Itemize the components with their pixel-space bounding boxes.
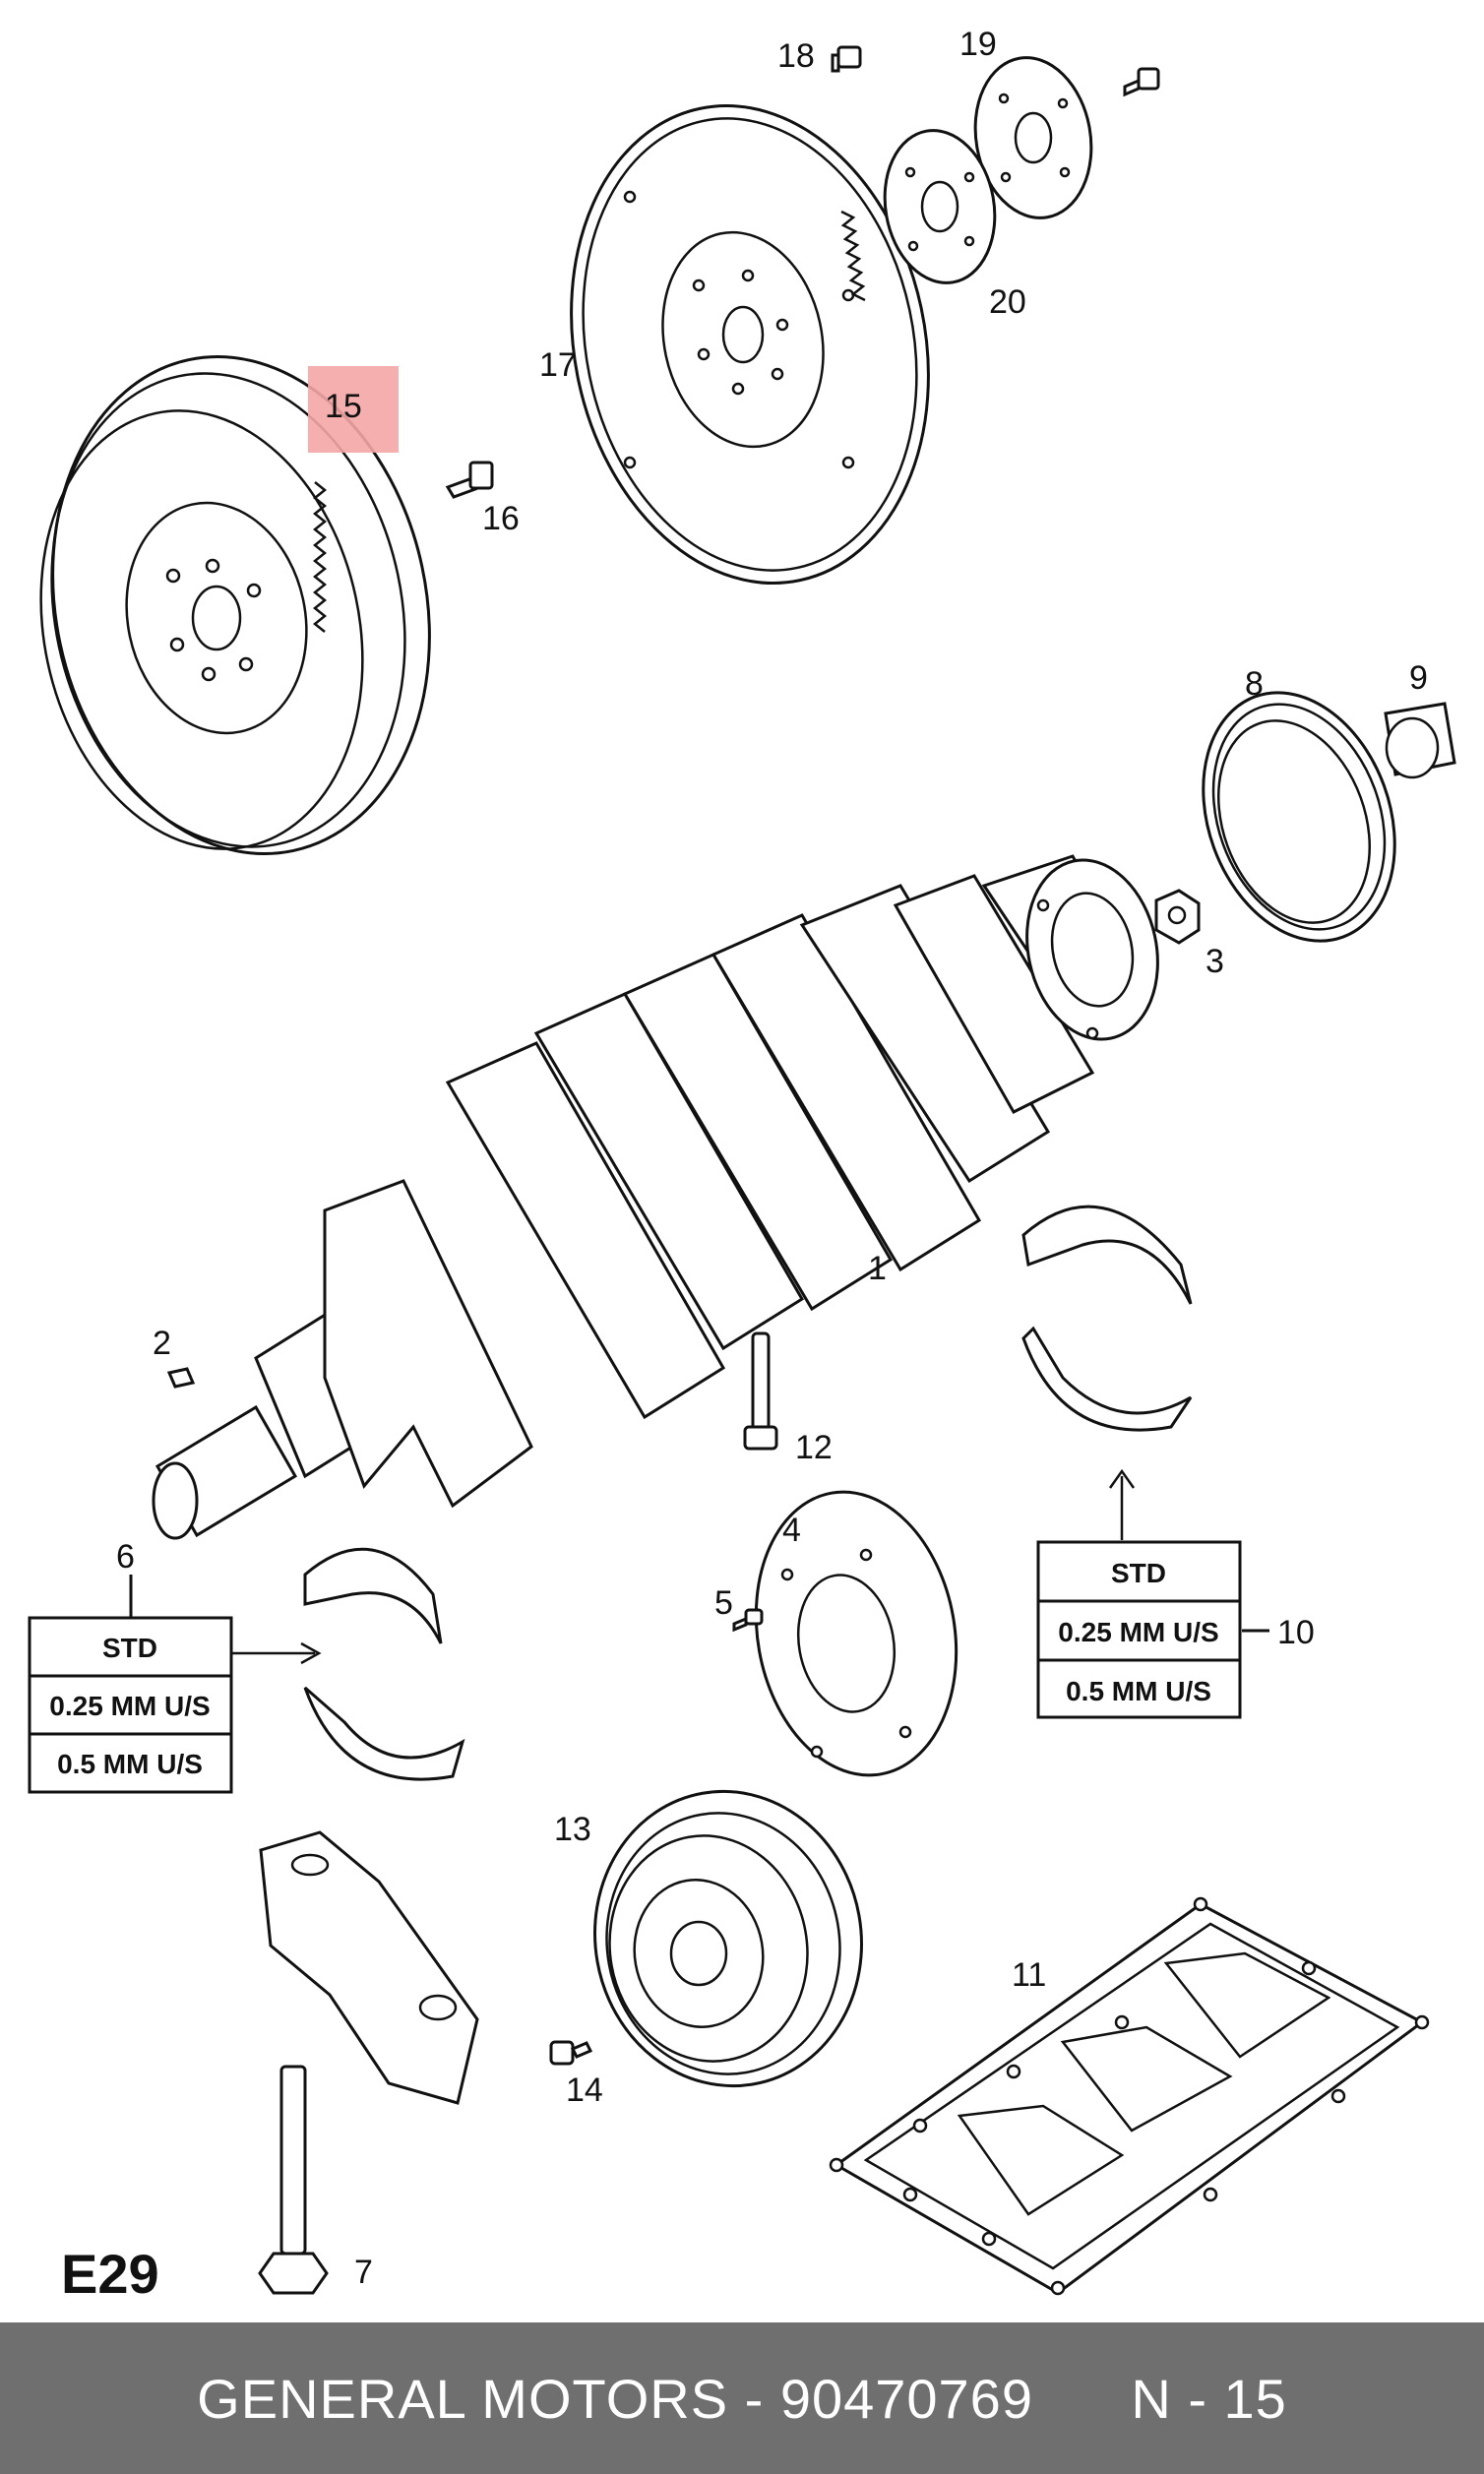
flywheel-15[interactable] <box>2 321 474 889</box>
callout-15: 15 <box>325 388 362 425</box>
callout-9: 9 <box>1409 659 1428 697</box>
screw-5[interactable] <box>732 1608 764 1633</box>
callout-12: 12 <box>795 1429 833 1466</box>
section-code: E29 <box>61 2243 159 2305</box>
key-2[interactable] <box>166 1367 196 1389</box>
callout-20: 20 <box>989 283 1026 321</box>
footer-bar: GENERAL MOTORS - 90470769 N - 15 <box>0 2322 1484 2474</box>
table-left-row-05: 0.5 MM U/S <box>57 1749 203 1779</box>
flexplate-17[interactable] <box>528 72 971 616</box>
main-bearing-10[interactable] <box>1021 1205 1193 1432</box>
bolt-18[interactable] <box>831 45 862 73</box>
pulley-13[interactable] <box>572 1770 885 2107</box>
bearing-table-left: STD 0.25 MM U/S 0.5 MM U/S <box>28 1616 233 1794</box>
table-right-row-025: 0.25 MM U/S <box>1058 1617 1218 1647</box>
table-right-row-05: 0.5 MM U/S <box>1066 1676 1211 1706</box>
parts-diagram: 15 16 17 18 19 <box>2 26 1456 2305</box>
rod-bearing-6[interactable] <box>303 1547 465 1781</box>
callout-10: 10 <box>1277 1614 1315 1651</box>
table-right-row-std: STD <box>1111 1558 1166 1588</box>
table-left-row-std: STD <box>102 1633 157 1663</box>
callout-7: 7 <box>354 2254 373 2291</box>
bolt-16[interactable] <box>445 461 494 499</box>
callout-11: 11 <box>1012 1956 1046 1994</box>
seal-8[interactable] <box>1170 665 1428 967</box>
callout-13: 13 <box>554 1811 591 1848</box>
callout-1: 1 <box>868 1250 887 1287</box>
bearing-table-right: STD 0.25 MM U/S 0.5 MM U/S <box>1036 1540 1242 1719</box>
arrow-10 <box>1108 1468 1136 1540</box>
bolt-14[interactable] <box>549 2040 593 2066</box>
callout-4: 4 <box>782 1512 801 1549</box>
reluctor-ring-4[interactable] <box>734 1476 977 1791</box>
bushing-9[interactable] <box>1384 702 1456 779</box>
arrow-6 <box>232 1641 322 1665</box>
callout-16: 16 <box>482 500 520 537</box>
callout-19: 19 <box>959 26 997 63</box>
plate-20[interactable] <box>873 122 1006 292</box>
callout-6: 6 <box>116 1538 135 1576</box>
nut-3[interactable] <box>1154 889 1201 945</box>
footer-position: N - 15 <box>1131 2367 1287 2430</box>
table-left-row-025: 0.25 MM U/S <box>49 1691 210 1721</box>
bolt-12[interactable] <box>743 1331 778 1451</box>
bolt-7[interactable] <box>258 2065 329 2295</box>
callout-8: 8 <box>1245 665 1264 703</box>
footer-brand-part: GENERAL MOTORS - 90470769 <box>197 2367 1033 2430</box>
callout-3: 3 <box>1206 943 1224 980</box>
plate-19[interactable] <box>963 48 1104 227</box>
callout-18: 18 <box>777 37 815 75</box>
callout-17: 17 <box>539 346 577 384</box>
crankshaft-1[interactable] <box>152 847 1174 1540</box>
highlight-marker <box>308 366 399 453</box>
callout-14: 14 <box>566 2072 603 2109</box>
callout-5: 5 <box>714 1584 733 1622</box>
bolt-19-extra[interactable] <box>1123 67 1160 97</box>
gasket-11[interactable] <box>829 1896 1430 2296</box>
rod-cap-7[interactable] <box>259 1830 479 2105</box>
callout-2: 2 <box>153 1325 171 1362</box>
footer-text: GENERAL MOTORS - 90470769 N - 15 <box>197 2367 1287 2431</box>
